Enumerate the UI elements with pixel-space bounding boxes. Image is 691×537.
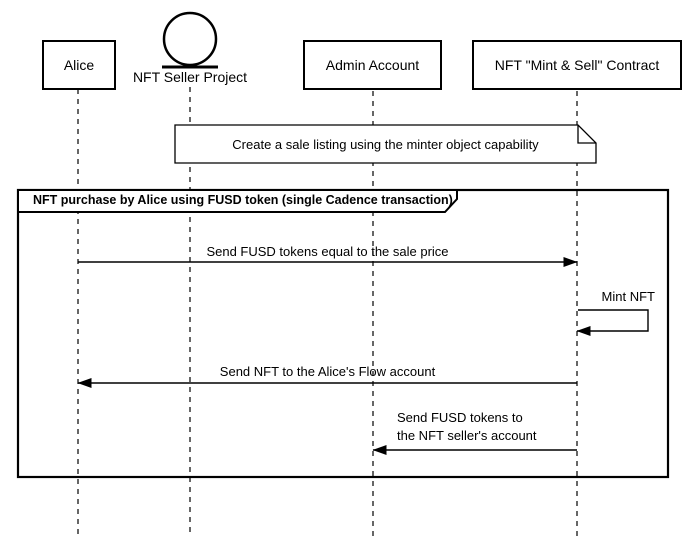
participant-alice-label: Alice — [63, 57, 95, 73]
note-shape — [174, 124, 597, 164]
participant-contract: NFT "Mint & Sell" Contract — [472, 40, 682, 90]
frame-label: NFT purchase by Alice using FUSD token (… — [33, 193, 453, 207]
note-text: Create a sale listing using the minter o… — [232, 137, 539, 152]
participant-contract-label: NFT "Mint & Sell" Contract — [494, 57, 660, 73]
participant-alice: Alice — [42, 40, 116, 90]
participant-admin-account: Admin Account — [303, 40, 442, 90]
message-label-send-fusd-seller-line1: Send FUSD tokens to — [397, 410, 523, 425]
entity-circle-icon — [162, 11, 218, 67]
message-label-send-fusd-seller-line2: the NFT seller's account — [397, 428, 537, 443]
message-label-mint-nft: Mint NFT — [601, 289, 655, 304]
frame-label-tab — [17, 189, 458, 213]
participant-admin-account-label: Admin Account — [325, 57, 420, 73]
note-fold-corner — [577, 125, 596, 144]
frame-border — [16, 188, 670, 479]
message-arrow-mint-nft — [576, 309, 649, 336]
message-label-send-fusd: Send FUSD tokens equal to the sale price — [206, 244, 449, 259]
message-label-send-nft: Send NFT to the Alice's Flow account — [219, 364, 436, 379]
participant-nft-seller-project-label: NFT Seller Project — [132, 69, 248, 85]
